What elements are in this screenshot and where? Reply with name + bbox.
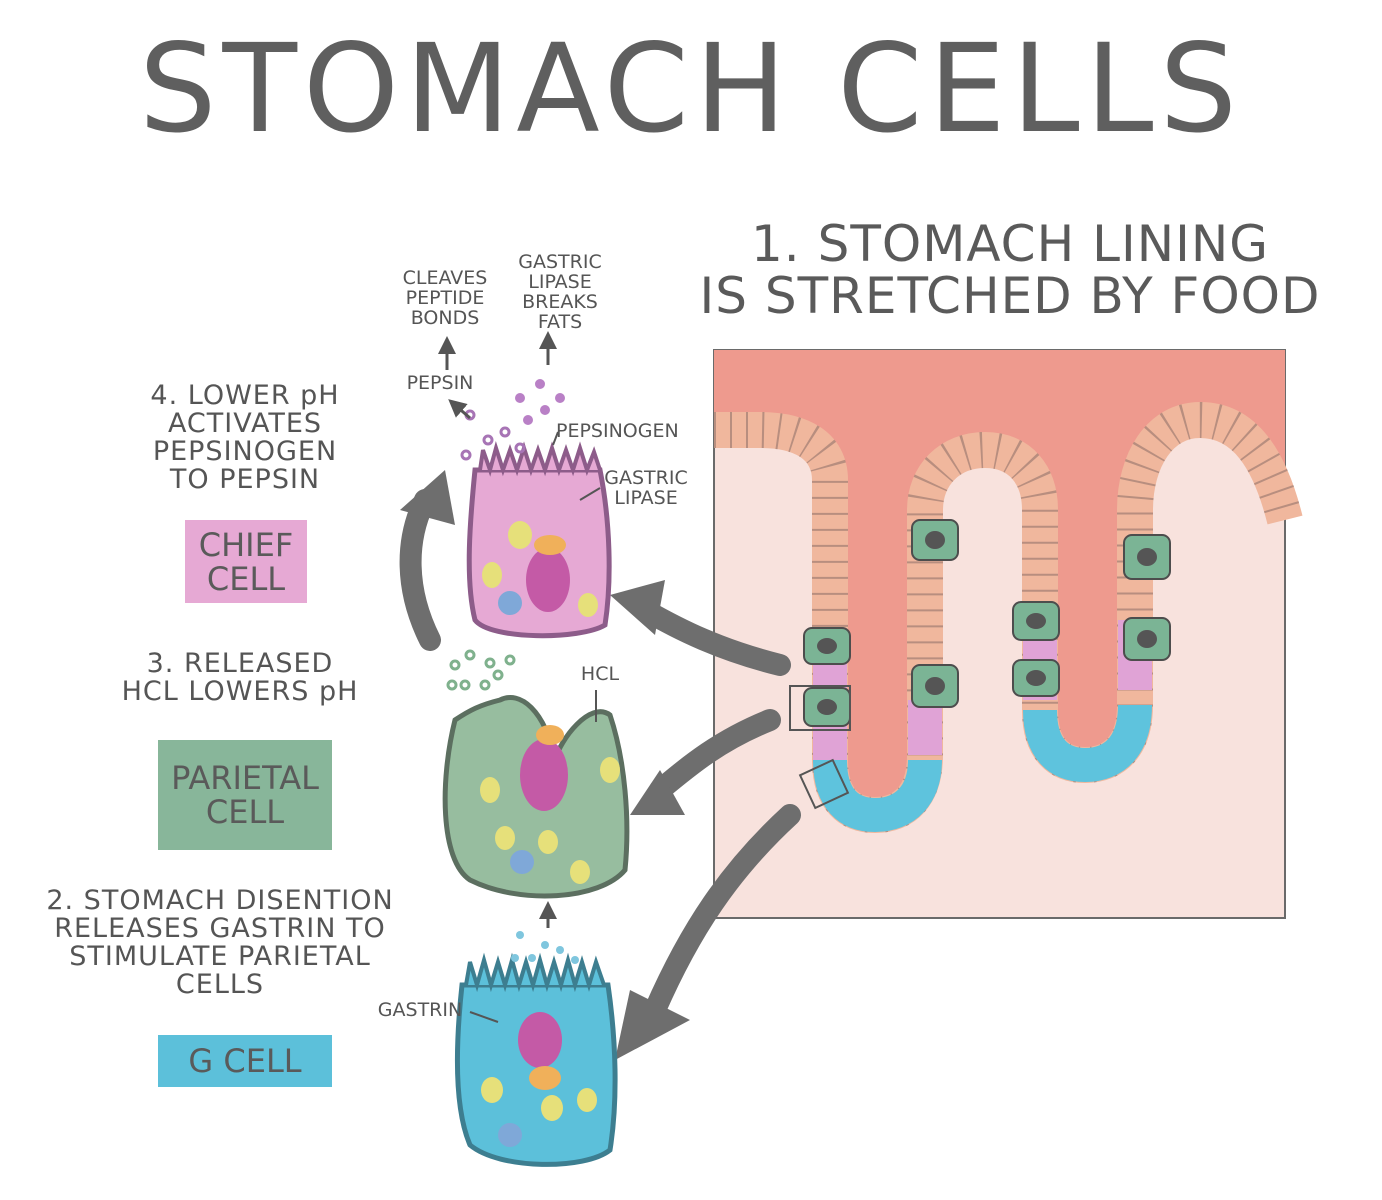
gastrin-label: GASTRIN xyxy=(377,999,463,1021)
chief-cell-label: CHIEF CELL xyxy=(185,520,307,603)
pepsinogen-label: PEPSINOGEN xyxy=(556,420,679,442)
lipase-action-line3: BREAKS xyxy=(522,291,598,313)
parietal-cell xyxy=(442,695,630,899)
chief-label-line2: CELL xyxy=(206,559,286,598)
g-cell-label: G CELL xyxy=(158,1035,332,1087)
parietal-label-line2: CELL xyxy=(205,793,285,831)
step3-line1: 3. RELEASED xyxy=(146,648,334,679)
step4-line1: 4. LOWER pH xyxy=(150,380,340,411)
step4-line4: TO PEPSIN xyxy=(169,464,321,495)
cleaves-line3: BONDS xyxy=(410,307,480,329)
lipase-action-line2: LIPASE xyxy=(528,271,592,293)
lipase-action-line4: FATS xyxy=(537,311,583,333)
step1-heading: 1. STOMACH LINING IS STRETCHED BY FOOD xyxy=(640,218,1380,322)
pepsin-label: PEPSIN xyxy=(406,372,474,394)
step2-line3: STIMULATE PARIETAL xyxy=(69,941,371,972)
step2-note: 2. STOMACH DISENTION RELEASES GASTRIN TO… xyxy=(20,887,420,999)
page-title: STOMACH CELLS xyxy=(139,18,1243,160)
stomach-lining-panel xyxy=(713,349,1303,919)
gastric-lipase-line2: LIPASE xyxy=(614,487,678,509)
step1-line1: 1. STOMACH LINING xyxy=(750,215,1269,273)
chief-cell xyxy=(466,440,612,639)
gastric-lipase-line1: GASTRIC xyxy=(604,467,688,489)
lipase-action-line1: GASTRIC xyxy=(518,251,602,273)
step2-line2: RELEASES GASTRIN TO xyxy=(54,913,386,944)
step3-line2: HCL LOWERS pH xyxy=(121,676,359,707)
chief-label-line1: CHIEF xyxy=(198,525,294,564)
parietal-label-line1: PARIETAL xyxy=(171,759,319,797)
cleaves-line1: CLEAVES xyxy=(402,267,488,289)
gastric-lipase-label: GASTRIC LIPASE xyxy=(596,468,696,508)
step4-line3: PEPSINOGEN xyxy=(152,436,338,467)
step4-note: 4. LOWER pH ACTIVATES PEPSINOGEN TO PEPS… xyxy=(110,382,380,494)
cleaves-line2: PEPTIDE xyxy=(405,287,485,309)
step2-line4: CELLS xyxy=(175,969,265,1000)
parietal-cell-label: PARIETAL CELL xyxy=(158,740,332,850)
gastric-lipase-breaks-fats-label: GASTRIC LIPASE BREAKS FATS xyxy=(500,252,620,332)
hcl-label: HCL xyxy=(580,663,620,685)
step2-line1: 2. STOMACH DISENTION xyxy=(46,885,394,916)
step4-line2: ACTIVATES xyxy=(167,408,323,439)
g-cell xyxy=(454,952,618,1167)
cleaves-peptide-bonds-label: CLEAVES PEPTIDE BONDS xyxy=(385,268,505,328)
step1-line2: IS STRETCHED BY FOOD xyxy=(699,267,1321,325)
step3-note: 3. RELEASED HCL LOWERS pH xyxy=(90,650,390,706)
